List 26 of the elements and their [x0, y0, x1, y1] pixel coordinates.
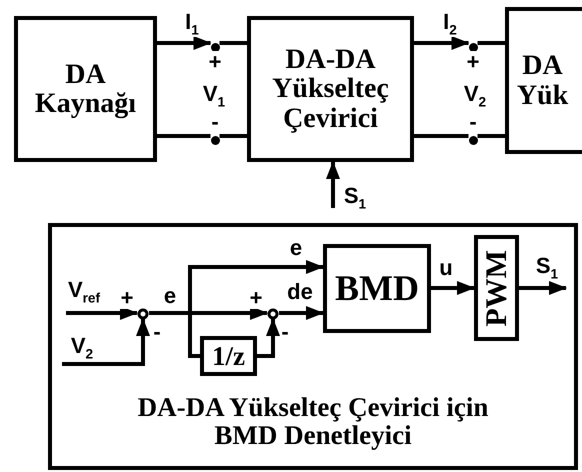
block-box: BMD: [323, 244, 431, 333]
connector-arrow: [279, 306, 324, 320]
summing-junction: [267, 307, 279, 319]
block-box: PWM: [474, 235, 519, 341]
edge-label: V$_{2}$: [70, 334, 94, 362]
connector-arrow: [414, 36, 470, 50]
block-box: 1/z: [200, 336, 257, 376]
controller-panel: [48, 223, 578, 470]
connector-arrow: [157, 36, 212, 50]
block-box: DA Kaynağı: [14, 16, 157, 162]
signal-label: V$_{2}$: [462, 82, 488, 110]
connector-arrow: [326, 161, 340, 208]
connector-arrow: [62, 318, 150, 366]
signal-label: V$_{1}$: [202, 82, 226, 110]
connector-arrow: [431, 281, 475, 295]
block-box: DA Yük: [505, 7, 582, 154]
edge-label: S$_{1}$: [534, 254, 560, 282]
edge-label: I$_{1}$: [184, 10, 200, 38]
panel-title: DA-DA Yükselteç Çevirici için BMD Denetleyici: [136, 393, 490, 450]
block-box: DA-DA Yükselteç Çevirici: [247, 16, 414, 162]
edge-label: S$_{1}$: [342, 184, 368, 212]
summing-junction: [137, 307, 149, 319]
edge-label: I$_{2}$: [442, 10, 458, 38]
edge-label: V$_{ref}$: [66, 278, 102, 306]
connector-arrow: [257, 318, 280, 358]
connector-arrow: [519, 281, 567, 295]
